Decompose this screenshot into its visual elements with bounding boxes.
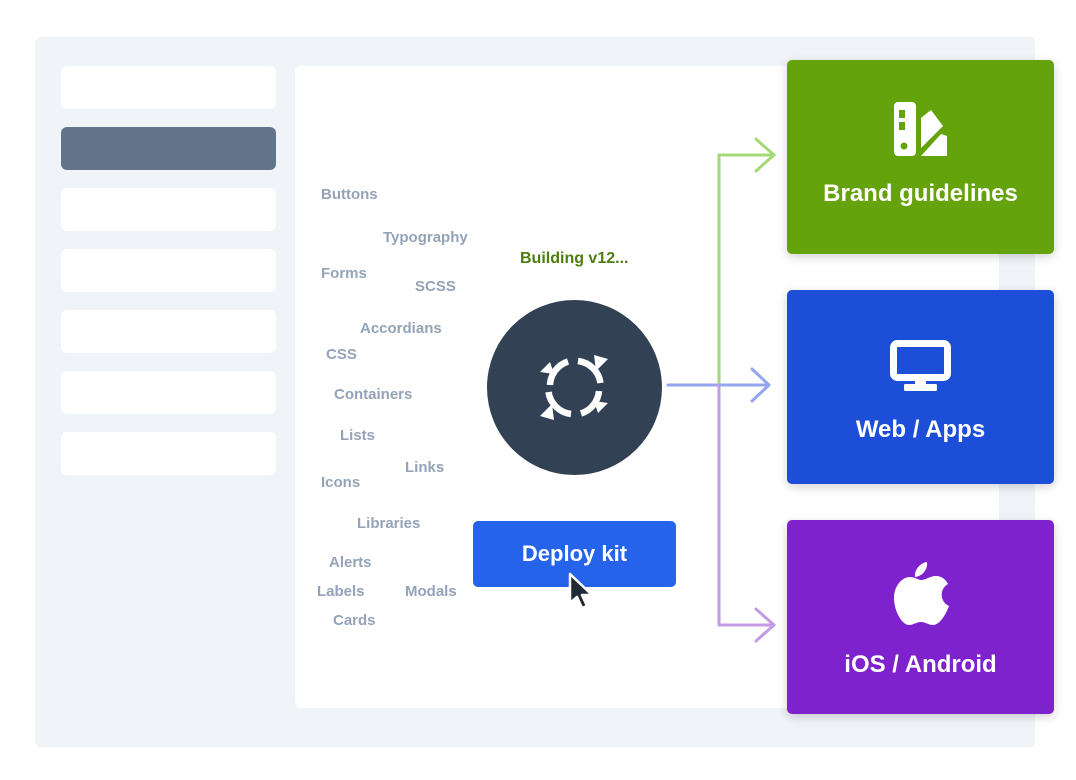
component-label: Labels <box>317 583 365 600</box>
apple-icon <box>894 562 949 625</box>
component-label: Typography <box>383 229 468 246</box>
component-label: Accordians <box>360 320 442 337</box>
card-title: Web / Apps <box>855 416 986 443</box>
sync-icon <box>540 355 608 420</box>
build-indicator <box>487 300 662 475</box>
arrow-line-brand <box>717 153 776 387</box>
sidebar-item[interactable] <box>61 188 276 231</box>
arrow-head-brand <box>754 137 776 173</box>
arrow-line-mobile <box>717 383 776 627</box>
desktop-icon <box>890 340 951 391</box>
component-label: Cards <box>333 612 376 629</box>
target-card-mobile[interactable]: iOS / Android <box>787 520 1054 714</box>
sidebar-item-active[interactable] <box>61 127 276 170</box>
sidebar-item[interactable] <box>61 66 276 109</box>
component-label: Containers <box>334 386 413 403</box>
sidebar-item[interactable] <box>61 432 276 475</box>
component-label: Buttons <box>321 186 378 203</box>
sidebar-item[interactable] <box>61 249 276 292</box>
target-card-web[interactable]: Web / Apps <box>787 290 1054 484</box>
component-label: Icons <box>321 474 361 491</box>
sidebar-item[interactable] <box>61 310 276 353</box>
component-label: Links <box>405 459 445 476</box>
component-label: SCSS <box>415 278 456 295</box>
sidebar-item[interactable] <box>61 371 276 414</box>
arrow-head-mobile <box>754 607 776 643</box>
component-label: CSS <box>326 346 357 363</box>
component-label: Forms <box>321 265 367 282</box>
swatchbook-icon <box>894 102 947 156</box>
component-label: Modals <box>405 583 457 600</box>
target-card-brand[interactable]: Brand guidelines <box>787 60 1054 254</box>
mouse-pointer-icon <box>568 572 594 610</box>
component-label: Lists <box>340 427 376 444</box>
component-label: Libraries <box>357 515 421 532</box>
arrow-head-web <box>750 367 771 403</box>
build-status: Building v12... <box>520 250 629 267</box>
deploy-button[interactable]: Deploy kit <box>473 521 676 587</box>
component-label: Alerts <box>329 554 372 571</box>
card-title: iOS / Android <box>844 651 997 678</box>
card-title: Brand guidelines <box>823 180 1018 207</box>
